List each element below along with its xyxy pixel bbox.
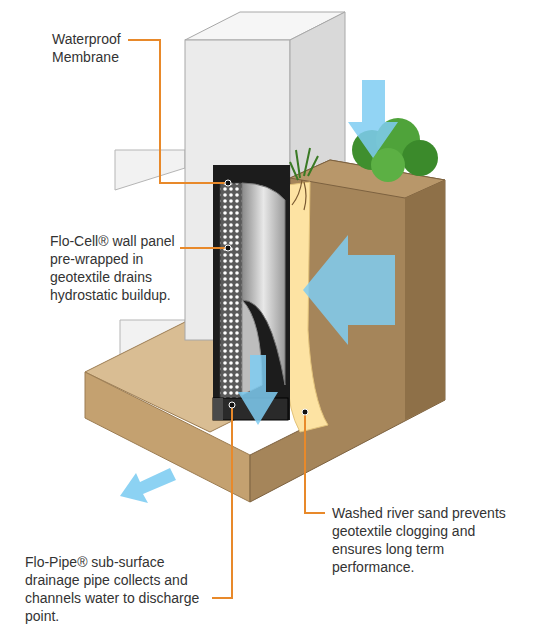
leader-dot bbox=[302, 409, 308, 415]
leader-line bbox=[180, 247, 228, 249]
pipe-end bbox=[213, 398, 223, 420]
leader-line bbox=[212, 405, 232, 598]
leader-line bbox=[305, 412, 325, 513]
callout-label: Waterproof Membrane bbox=[52, 30, 132, 66]
flow-arrow bbox=[120, 468, 176, 503]
callout-label: Washed river sand prevents geotextile cl… bbox=[332, 504, 522, 576]
leader-line bbox=[128, 40, 228, 183]
drainage-panel bbox=[220, 183, 242, 403]
roots bbox=[292, 180, 306, 210]
flow-arrow bbox=[238, 355, 278, 425]
leader-dot bbox=[229, 402, 235, 408]
callout-label: Flo-Pipe® sub-surface drainage pipe coll… bbox=[25, 553, 210, 625]
soil-side bbox=[405, 180, 445, 420]
bush bbox=[402, 140, 438, 176]
leader-dot bbox=[225, 180, 231, 186]
leader-dot bbox=[225, 245, 231, 251]
flow-arrow bbox=[303, 235, 395, 345]
grass bbox=[290, 148, 318, 180]
flow-arrow bbox=[348, 80, 398, 158]
callout-label: Flo-Cell® wall panel pre-wrapped in geot… bbox=[50, 232, 200, 304]
